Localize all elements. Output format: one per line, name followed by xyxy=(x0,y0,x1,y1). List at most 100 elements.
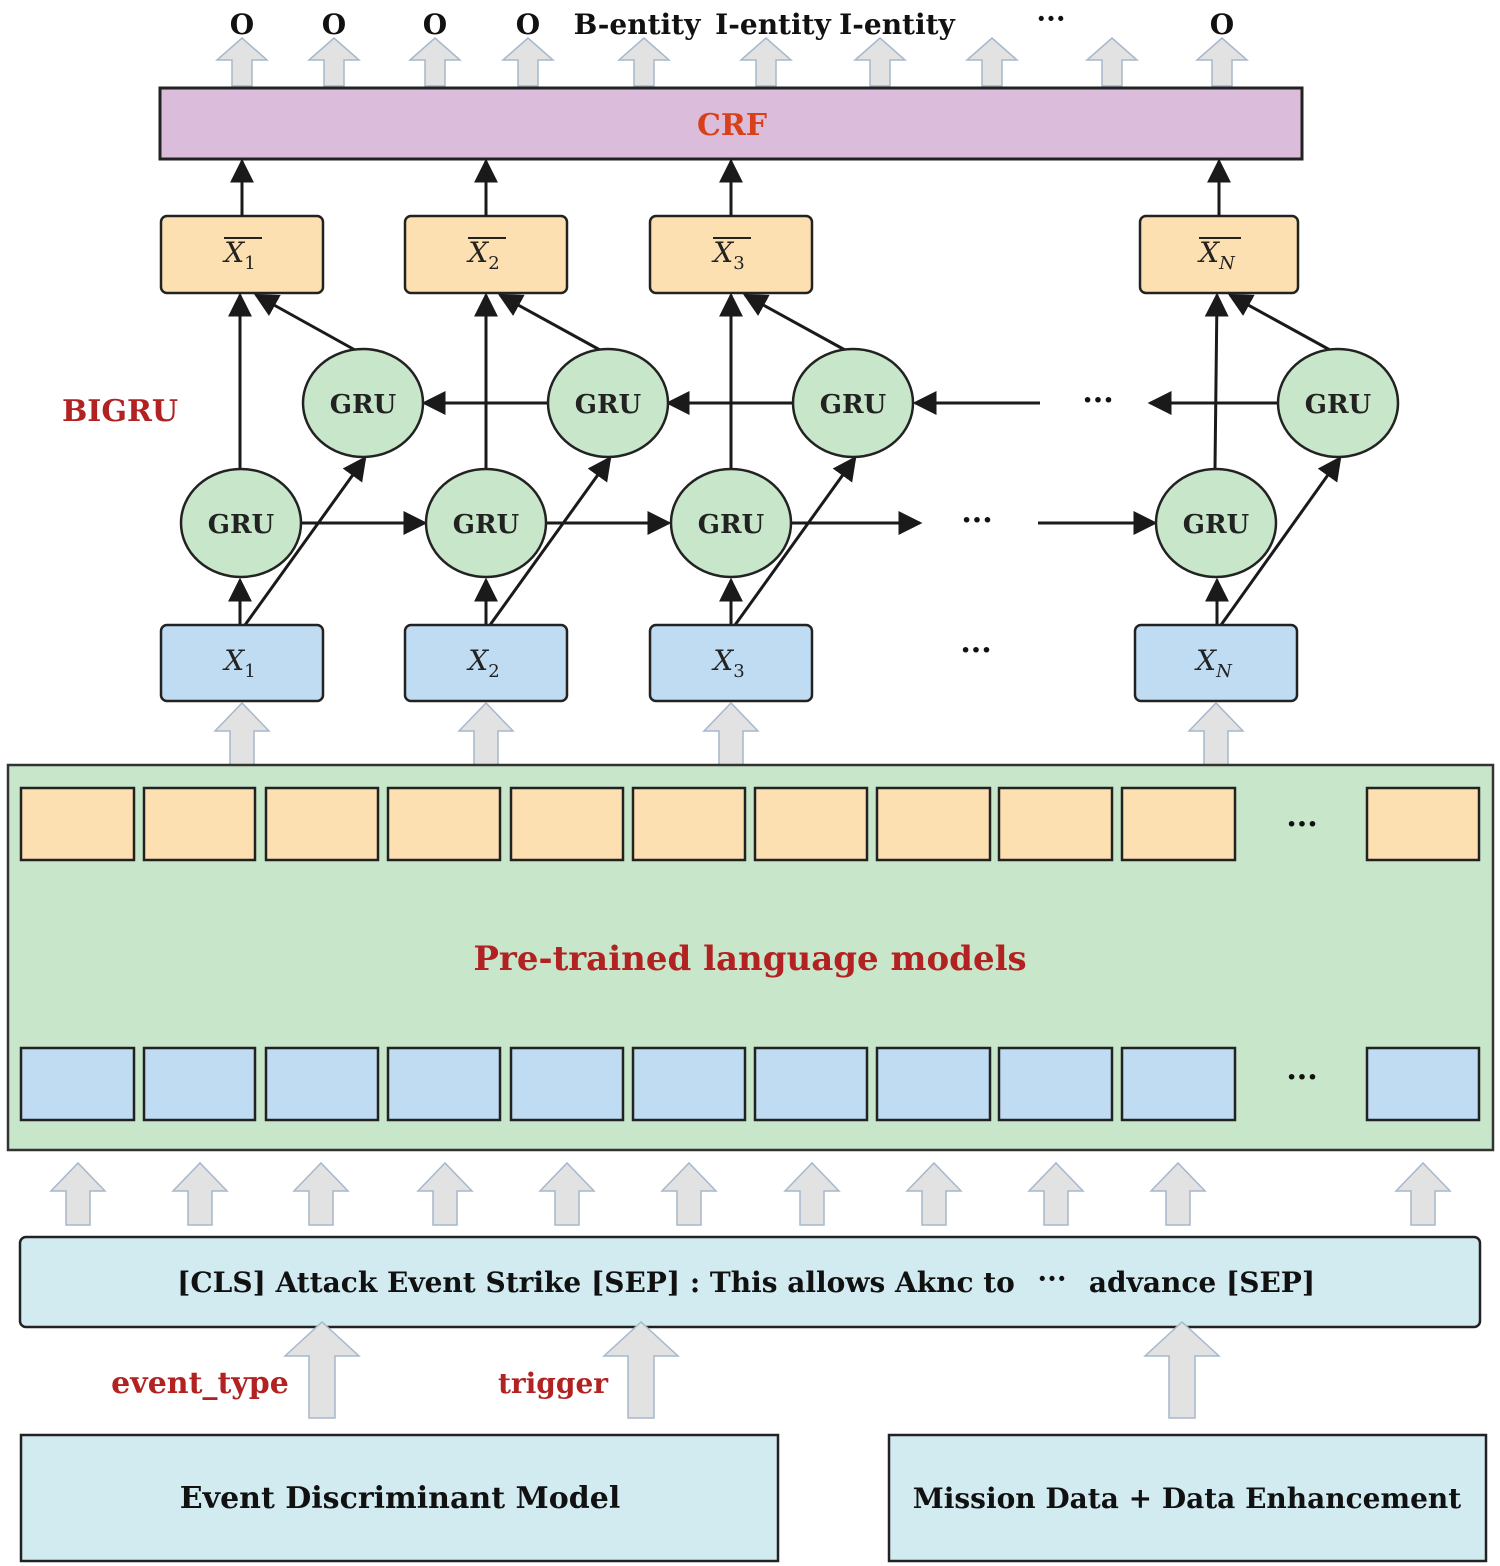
gray-up-arrow xyxy=(1196,37,1248,87)
gray-up-arrow xyxy=(458,702,514,766)
gru-node-forward: GRU xyxy=(1154,467,1278,579)
svg-text:X3: X3 xyxy=(711,644,744,682)
gru-node-backward: GRU xyxy=(301,347,425,459)
hidden-output-box: X1 xyxy=(159,214,325,295)
gray-up-arrow xyxy=(603,1321,679,1419)
input-box: XN xyxy=(1133,623,1299,703)
input-box: X1 xyxy=(159,623,325,703)
gray-up-arrow xyxy=(703,702,759,766)
gray-up-arrow xyxy=(784,1162,840,1226)
gru-label: GRU xyxy=(1305,390,1372,420)
ellipsis: ··· xyxy=(1082,383,1113,418)
gru-label: GRU xyxy=(330,390,397,420)
forward-gru-row: GRU GRU GRU ··· GRU xyxy=(179,467,1278,579)
input-box: X2 xyxy=(403,623,569,703)
plm-label: Pre-trained language models xyxy=(473,939,1026,979)
gray-up-arrow xyxy=(1150,1162,1206,1226)
svg-text:X2: X2 xyxy=(466,644,499,682)
ellipsis: ··· xyxy=(960,633,991,668)
svg-text:XN: XN xyxy=(1194,644,1233,682)
sequence-end: advance [SEP] xyxy=(1089,1266,1315,1299)
output-tag: I-entity xyxy=(715,8,831,41)
event-type-label: event_type xyxy=(111,1366,289,1401)
ellipsis: ··· xyxy=(1037,1262,1066,1295)
gru-label: GRU xyxy=(1183,510,1250,540)
gray-up-arrow xyxy=(1086,37,1138,87)
gray-up-arrow xyxy=(502,37,554,87)
gray-up-arrow xyxy=(1028,1162,1084,1226)
gru-node-backward: GRU xyxy=(791,347,915,459)
input-sequence-box: [CLS] Attack Event Strike [SEP] : This a… xyxy=(18,1235,1482,1329)
gray-up-arrow xyxy=(740,37,792,87)
hidden-output-box: X2 xyxy=(403,214,569,295)
sequence-to-plm-arrows xyxy=(50,1162,1451,1226)
hidden-output-row: X1 X2 X3 XN xyxy=(159,214,1300,295)
gru-node-forward: GRU xyxy=(424,467,548,579)
gray-up-arrow xyxy=(906,1162,962,1226)
gray-up-arrow xyxy=(50,1162,106,1226)
gray-up-arrow xyxy=(854,37,906,87)
crf-output-arrows xyxy=(216,37,1248,87)
svg-text:X2: X2 xyxy=(466,236,499,274)
ellipsis: ··· xyxy=(961,503,992,538)
event-discriminant-model-box: Event Discriminant Model xyxy=(19,1433,780,1563)
ellipsis: ··· xyxy=(1286,807,1317,842)
crf-label: CRF xyxy=(697,108,767,143)
input-row: X1 X2 X3 ··· XN xyxy=(159,623,1299,703)
svg-text:X1: X1 xyxy=(222,236,255,274)
crf-layer: CRF xyxy=(158,86,1304,161)
output-tag: B-entity xyxy=(574,8,701,41)
gru-node-backward: GRU xyxy=(546,347,670,459)
gray-up-arrow xyxy=(172,1162,228,1226)
plm-to-input-arrows xyxy=(214,702,1244,766)
gru-node-forward: GRU xyxy=(179,467,303,579)
mission-data-box: Mission Data + Data Enhancement xyxy=(887,1433,1488,1563)
gray-up-arrow xyxy=(661,1162,717,1226)
bottom-up-arrows xyxy=(284,1321,1220,1419)
gray-up-arrow xyxy=(308,37,360,87)
ellipsis: ··· xyxy=(1286,1060,1317,1095)
gru-node-forward: GRU xyxy=(669,467,793,579)
gru-label: GRU xyxy=(208,510,275,540)
output-tag: O xyxy=(423,8,447,41)
gray-up-arrow xyxy=(409,37,461,87)
gray-up-arrow xyxy=(284,1321,360,1419)
svg-text:XN: XN xyxy=(1197,236,1236,274)
to-crf-arrows xyxy=(230,158,1231,216)
output-tag: ··· xyxy=(1036,2,1065,35)
output-tag: I-entity xyxy=(839,8,955,41)
gray-up-arrow xyxy=(216,37,268,87)
gru-label: GRU xyxy=(820,390,887,420)
gray-up-arrow xyxy=(618,37,670,87)
hidden-output-box: X3 xyxy=(648,214,814,295)
input-box: X3 xyxy=(648,623,814,703)
gray-up-arrow xyxy=(966,37,1018,87)
hidden-output-box: XN xyxy=(1138,214,1300,295)
plm-block: ··· Pre-trained language models ··· xyxy=(6,763,1495,1152)
output-tag: O xyxy=(322,8,346,41)
bigru-label: BIGRU xyxy=(62,394,178,429)
output-tag: O xyxy=(516,8,540,41)
gray-up-arrow xyxy=(417,1162,473,1226)
gray-up-arrow xyxy=(1188,702,1244,766)
svg-text:X1: X1 xyxy=(222,644,255,682)
gray-up-arrow xyxy=(1144,1321,1220,1419)
gru-label: GRU xyxy=(453,510,520,540)
gru-label: GRU xyxy=(575,390,642,420)
gray-up-arrow xyxy=(214,702,270,766)
plm-input-tokens: ··· xyxy=(19,1046,1481,1122)
gray-up-arrow xyxy=(539,1162,595,1226)
backward-gru-row: GRU GRU GRU ··· GRU xyxy=(301,347,1400,459)
output-tag: O xyxy=(230,8,254,41)
trigger-label: trigger xyxy=(498,1367,609,1400)
event-discriminant-model-label: Event Discriminant Model xyxy=(180,1481,620,1516)
output-tags: O O O O B-entity I-entity I-entity ··· O xyxy=(230,2,1234,41)
gray-up-arrow xyxy=(293,1162,349,1226)
plm-output-tokens: ··· xyxy=(19,786,1481,862)
bigru-connections xyxy=(228,292,1342,626)
svg-text:X3: X3 xyxy=(711,236,744,274)
gray-up-arrow xyxy=(1395,1162,1451,1226)
output-tag: O xyxy=(1210,8,1234,41)
sequence-text: [CLS] Attack Event Strike [SEP] : This a… xyxy=(177,1266,1015,1299)
mission-data-label: Mission Data + Data Enhancement xyxy=(913,1482,1462,1515)
